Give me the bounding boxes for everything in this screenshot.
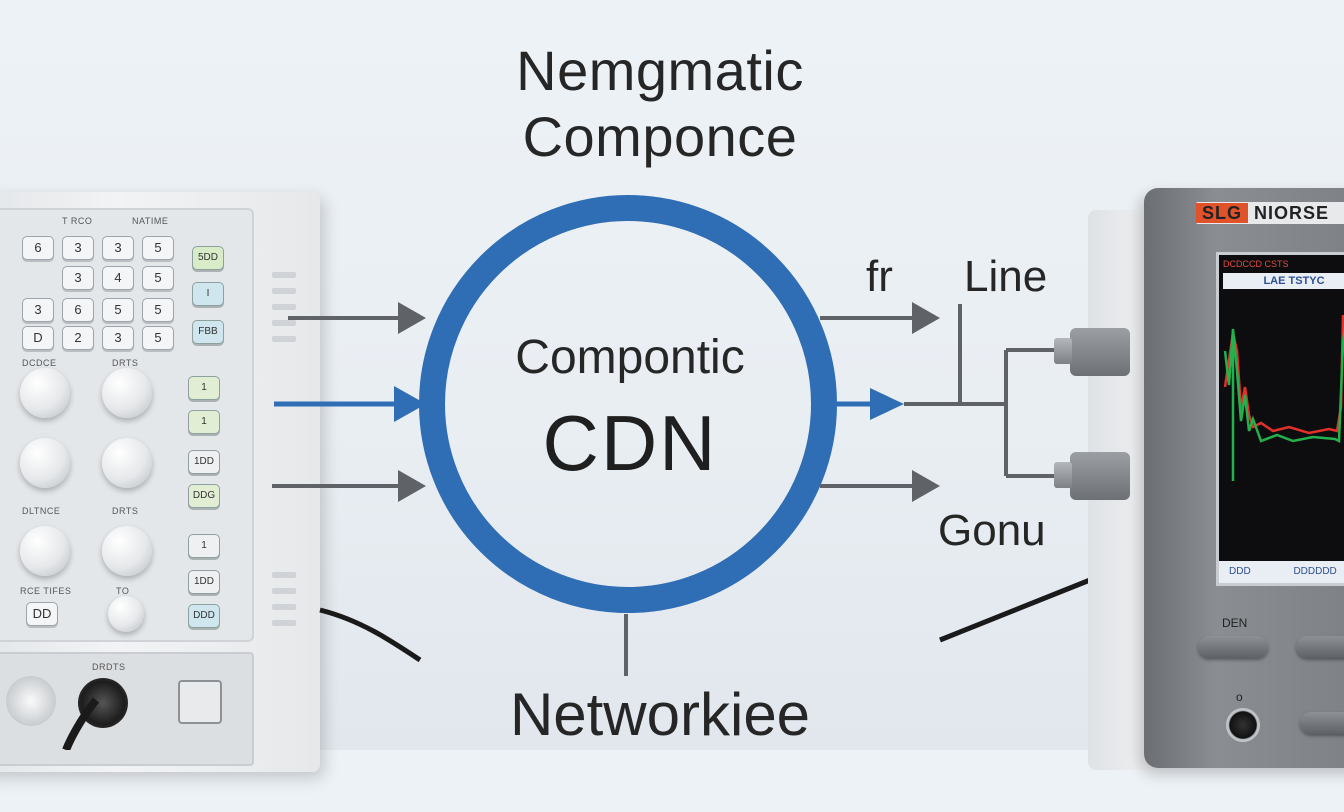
input-arrow-primary — [274, 386, 426, 422]
keypad-key[interactable]: 3 — [102, 326, 134, 350]
left-instrument: T RCO NATIME 6 3 3 5 3 4 5 3 6 5 5 D 2 3… — [0, 192, 320, 772]
spacer — [1264, 796, 1280, 812]
cable — [62, 697, 100, 750]
jack-label: o — [1236, 690, 1243, 704]
section-label: DRTS — [112, 506, 139, 516]
soft-key[interactable]: I — [192, 282, 224, 306]
vent-slot — [272, 288, 296, 294]
keypad-key[interactable]: 5 — [142, 266, 174, 290]
brand-text: NIORSE — [1254, 203, 1330, 223]
small-button[interactable]: DD — [26, 602, 58, 626]
keypad-key[interactable]: 3 — [102, 236, 134, 260]
screen-footer-left: DDD — [1229, 566, 1251, 577]
waveform-plot — [1223, 314, 1344, 481]
section-label: DRTS — [112, 358, 139, 368]
vent-slot — [272, 620, 296, 626]
ring-label-top: Compontic — [515, 331, 745, 384]
small-knob[interactable] — [108, 596, 144, 632]
left-control-panel: T RCO NATIME 6 3 3 5 3 4 5 3 6 5 5 D 2 3… — [0, 208, 254, 642]
instrument-button[interactable] — [1198, 636, 1268, 658]
input-arrow — [272, 470, 426, 502]
instrument-button[interactable] — [1300, 712, 1344, 734]
diagram-svg — [62, 195, 1091, 750]
diagram-title-line2: Componce — [522, 105, 798, 168]
right-input-connector[interactable] — [1070, 328, 1130, 376]
soft-key[interactable]: 1DD — [188, 570, 220, 594]
keypad-key[interactable]: 5 — [142, 326, 174, 350]
soft-key[interactable]: 1DD — [188, 450, 220, 474]
rotary-knob[interactable] — [102, 438, 152, 488]
screen-header: LAE TSTYC — [1223, 273, 1344, 289]
soft-key[interactable]: DDG — [188, 484, 220, 508]
soft-key[interactable]: 5DD — [192, 246, 224, 270]
diagram-title-line1: Nemgmatic — [516, 39, 804, 102]
usb-port-icon[interactable] — [178, 680, 222, 724]
bnc-connector-icon[interactable] — [6, 676, 56, 726]
soft-key[interactable]: DDD — [188, 604, 220, 628]
rotary-knob[interactable] — [102, 368, 152, 418]
soft-key[interactable]: 1 — [188, 534, 220, 558]
soft-key[interactable]: 1 — [188, 410, 220, 434]
ring-label-main: CDN — [542, 399, 718, 487]
panel-header-label: T RCO — [62, 216, 93, 226]
screen-footer: DDD DDDDDD — [1219, 561, 1344, 583]
keypad-key[interactable]: 3 — [62, 236, 94, 260]
output-arrow — [820, 302, 940, 334]
diagram-stage: T RCO NATIME 6 3 3 5 3 4 5 3 6 5 5 D 2 3… — [0, 39, 1344, 772]
keypad-key[interactable]: 5 — [142, 236, 174, 260]
keypad-key[interactable]: D — [22, 326, 54, 350]
keypad-key[interactable]: 3 — [22, 298, 54, 322]
rotary-knob[interactable] — [20, 526, 70, 576]
button-label: DEN — [1222, 616, 1248, 630]
vent-slot — [272, 304, 296, 310]
line-label: Line — [964, 252, 1048, 301]
connector-plug-icon — [1054, 338, 1072, 364]
brand-accent: SLG — [1196, 203, 1249, 223]
rotary-knob[interactable] — [102, 526, 152, 576]
gonu-label: Gonu — [938, 506, 1046, 555]
screen-footer-right: DDDDDD — [1293, 566, 1337, 577]
cdn-ring — [419, 195, 837, 613]
network-label: Networkiee — [509, 681, 811, 748]
panel-header-label: NATIME — [132, 216, 169, 226]
instrument-screen: DCDCCD CSTS LAE TSTYC DDD DDDDDD — [1216, 252, 1344, 586]
green-trace — [1223, 323, 1344, 481]
section-label: RCE TIFES — [20, 586, 72, 596]
soft-key[interactable]: 1 — [188, 376, 220, 400]
cable — [319, 607, 422, 663]
connector-plug-icon — [1054, 462, 1072, 488]
keypad-key[interactable]: 6 — [22, 236, 54, 260]
section-label: DLTNCE — [22, 506, 61, 516]
rotary-knob[interactable] — [20, 368, 70, 418]
line-connector-path — [904, 304, 1060, 478]
keypad-key[interactable]: 4 — [102, 266, 134, 290]
right-input-connector[interactable] — [1070, 452, 1130, 500]
section-label: DCDCE — [22, 358, 57, 368]
keypad-key[interactable]: 5 — [102, 298, 134, 322]
rotary-knob[interactable] — [20, 438, 70, 488]
output-arrow — [820, 470, 940, 502]
keypad-key[interactable]: 2 — [62, 326, 94, 350]
vent-slot — [272, 272, 296, 278]
connector-label: DRDTS — [92, 662, 126, 672]
soft-key[interactable]: FBB — [192, 320, 224, 344]
vent-slot — [272, 336, 296, 342]
keypad-key[interactable]: 3 — [62, 266, 94, 290]
keypad-key[interactable]: 5 — [142, 298, 174, 322]
keypad-key[interactable]: 6 — [62, 298, 94, 322]
vent-slot — [272, 604, 296, 610]
instrument-button[interactable] — [1296, 636, 1344, 658]
vent-slot — [272, 320, 296, 326]
screen-top-label: DCDCCD CSTS — [1223, 259, 1289, 269]
probe-jack-icon[interactable] — [1226, 708, 1260, 742]
vent-slot — [272, 588, 296, 594]
fr-label: fr — [866, 252, 893, 301]
input-arrow — [288, 302, 426, 334]
cable — [939, 577, 1091, 643]
vent-slot — [272, 572, 296, 578]
section-label: TO — [116, 586, 130, 596]
output-arrow-primary — [836, 388, 904, 420]
